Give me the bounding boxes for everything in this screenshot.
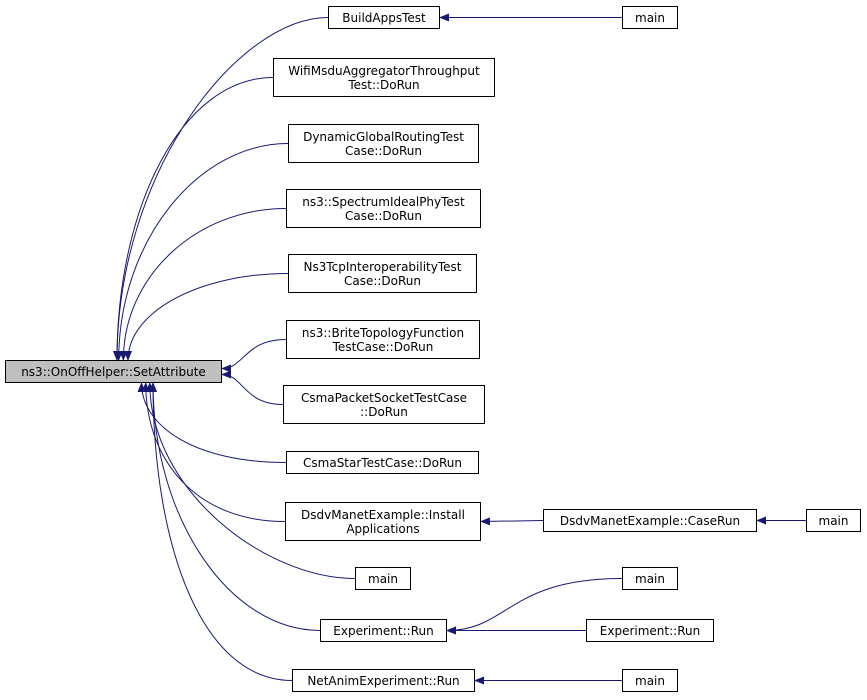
edge-ns3tcp-to-root: [124, 273, 289, 361]
caller-node-brite-topology[interactable]: ns3::BriteTopologyFunction TestCase::DoR…: [286, 320, 480, 359]
edge-csmastar-to-root: [137, 382, 287, 463]
edge-brite-to-root: [221, 339, 287, 373]
caller-node-wifi-msdu-aggregator[interactable]: WifiMsduAggregatorThroughput Test::DoRun: [273, 58, 495, 97]
caller-node-spectrum-ideal-phy[interactable]: ns3::SpectrumIdealPhyTest Case::DoRun: [286, 189, 481, 228]
caller-node-main-netanim[interactable]: main: [622, 669, 678, 692]
edge-dsdvinstall-to-root: [141, 382, 286, 522]
caller-node-main-dsdv[interactable]: main: [806, 509, 861, 532]
edge-dsdvcase-to-dsdvinstall: [480, 517, 544, 526]
caller-node-experiment-run-2[interactable]: Experiment::Run: [586, 619, 714, 642]
edge-netanim-to-root: [149, 382, 293, 681]
edge-csmapacket-to-root: [221, 370, 284, 405]
caller-node-experiment-run[interactable]: Experiment::Run: [320, 619, 447, 642]
edge-spectrum-to-root: [119, 208, 287, 361]
root-node: ns3::OnOffHelper::SetAttribute: [5, 360, 222, 383]
caller-node-buildapps-test[interactable]: BuildAppsTest: [328, 6, 440, 29]
caller-node-main[interactable]: main: [355, 567, 411, 590]
caller-node-dsdv-case-run[interactable]: DsdvManetExample::CaseRun: [543, 509, 757, 532]
caller-node-main-buildapps[interactable]: main: [622, 6, 678, 29]
caller-node-ns3-tcp-interoperability[interactable]: Ns3TcpInteroperabilityTest Case::DoRun: [288, 254, 477, 293]
edge-main_exp-to-expRun: [446, 578, 623, 635]
edge-dynglobal-to-root: [114, 143, 289, 361]
caller-node-dynamic-global-routing[interactable]: DynamicGlobalRoutingTest Case::DoRun: [288, 124, 479, 163]
caller-node-csma-packet-socket[interactable]: CsmaPacketSocketTestCase ::DoRun: [283, 385, 485, 424]
edge-expRun-to-root: [149, 382, 321, 631]
caller-node-dsdv-install-applications[interactable]: DsdvManetExample::Install Applications: [285, 502, 481, 541]
edge-wifimsdu-to-root: [113, 77, 274, 361]
caller-node-netanim-experiment-run[interactable]: NetAnimExperiment::Run: [292, 669, 475, 692]
caller-node-csma-star[interactable]: CsmaStarTestCase::DoRun: [286, 451, 479, 474]
edge-buildapps-to-root: [113, 17, 329, 361]
caller-node-main-experiment[interactable]: main: [622, 567, 678, 590]
call-edges: [113, 13, 806, 685]
